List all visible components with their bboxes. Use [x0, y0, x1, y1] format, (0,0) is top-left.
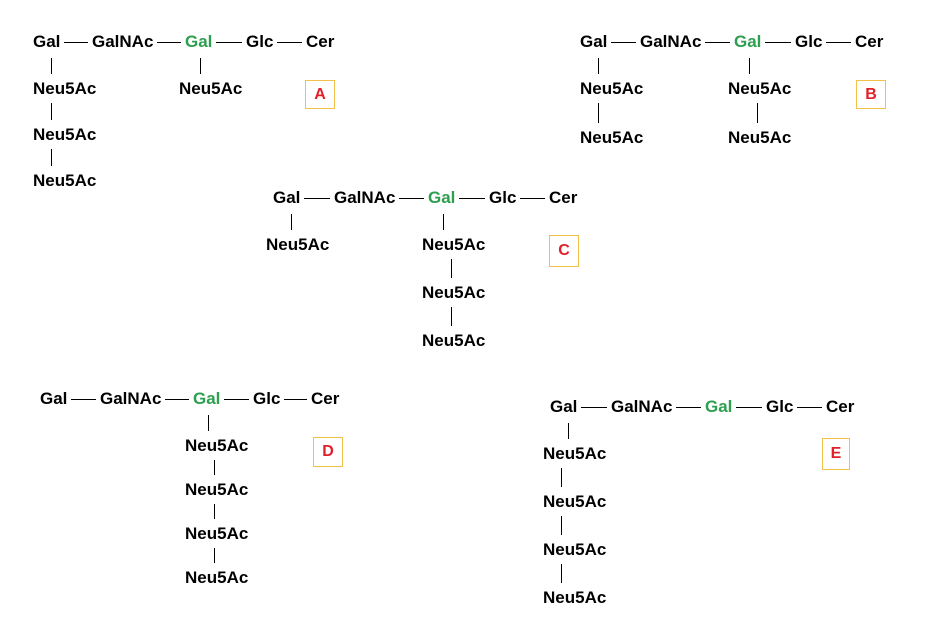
glycosidic-bond: [797, 407, 822, 408]
glycosidic-bond: [224, 399, 249, 400]
chain-residue: Gal: [705, 397, 733, 416]
chain-residue: Gal: [550, 397, 578, 416]
neu5ac-residue: Neu5Ac: [185, 480, 249, 499]
branch-bond: [51, 149, 52, 166]
branch-bond: [598, 58, 599, 74]
branch-bond: [561, 516, 562, 535]
branch-bond: [213, 460, 215, 475]
neu5ac-residue: Neu5Ac: [185, 436, 249, 455]
structure-label: A: [314, 85, 326, 103]
glycosidic-bond: [520, 198, 545, 199]
branch-bond: [442, 214, 444, 230]
glycosidic-bond: [705, 42, 730, 43]
neu5ac-residue: Neu5Ac: [33, 79, 97, 98]
structure-label-box: D: [313, 437, 343, 467]
neu5ac-residue: Neu5Ac: [422, 331, 486, 350]
chain-residue: GalNAc: [334, 188, 396, 207]
chain-residue: Glc: [489, 188, 517, 207]
branch-bond: [450, 259, 452, 278]
branch-bond: [561, 564, 562, 583]
structure-label: B: [865, 85, 877, 103]
branch-bond: [748, 58, 750, 74]
neu5ac-residue: Neu5Ac: [185, 568, 249, 587]
chain-residue: Glc: [246, 32, 274, 51]
branch-bond: [561, 468, 562, 487]
neu5ac-residue: Neu5Ac: [543, 444, 607, 463]
branch-bond: [450, 307, 452, 326]
neu5ac-residue: Neu5Ac: [580, 79, 644, 98]
chain-residue: Gal: [185, 32, 213, 51]
glycosidic-bond: [459, 198, 485, 199]
chain-residue: Glc: [766, 397, 794, 416]
chain-residue: Cer: [549, 188, 578, 207]
chain-residue: Gal: [580, 32, 608, 51]
glycosidic-bond: [736, 407, 762, 408]
branch-bond: [213, 548, 215, 563]
neu5ac-residue: Neu5Ac: [543, 540, 607, 559]
chain-residue: GalNAc: [640, 32, 702, 51]
chain-residue: Cer: [826, 397, 855, 416]
neu5ac-residue: Neu5Ac: [33, 171, 97, 190]
glycosidic-bond: [581, 407, 607, 408]
glycosidic-bond: [611, 42, 636, 43]
chain-residue: Cer: [311, 389, 340, 408]
neu5ac-residue: Neu5Ac: [179, 79, 243, 98]
structure-label-box: B: [856, 80, 886, 109]
glycosidic-bond: [676, 407, 701, 408]
glycosidic-bond: [216, 42, 242, 43]
glycosidic-bond: [165, 399, 189, 400]
neu5ac-residue: Neu5Ac: [543, 588, 607, 607]
neu5ac-residue: Neu5Ac: [728, 128, 792, 147]
branch-bond: [51, 58, 52, 74]
glycosidic-bond: [304, 198, 330, 199]
branch-bond: [199, 58, 201, 74]
chain-residue: Gal: [33, 32, 61, 51]
neu5ac-residue: Neu5Ac: [266, 235, 330, 254]
branch-bond: [51, 103, 52, 120]
chain-residue: Gal: [40, 389, 68, 408]
branch-bond: [213, 504, 215, 519]
neu5ac-residue: Neu5Ac: [728, 79, 792, 98]
chain-residue: Glc: [795, 32, 823, 51]
glycosidic-bond: [71, 399, 96, 400]
chain-residue: Glc: [253, 389, 281, 408]
branch-bond: [598, 103, 599, 123]
structure-label-box: C: [549, 235, 579, 267]
chain-residue: GalNAc: [611, 397, 673, 416]
branch-bond: [291, 214, 292, 230]
glycosidic-bond: [399, 198, 424, 199]
chain-residue: Gal: [193, 389, 221, 408]
chain-residue: Gal: [273, 188, 301, 207]
glycosidic-bond: [284, 399, 307, 400]
branch-bond: [568, 423, 569, 439]
chain-residue: Cer: [855, 32, 884, 51]
glycosidic-bond: [826, 42, 851, 43]
chain-residue: GalNAc: [92, 32, 154, 51]
neu5ac-residue: Neu5Ac: [543, 492, 607, 511]
chain-residue: Gal: [428, 188, 456, 207]
neu5ac-residue: Neu5Ac: [185, 524, 249, 543]
neu5ac-residue: Neu5Ac: [580, 128, 644, 147]
branch-bond: [756, 103, 758, 123]
chain-residue: GalNAc: [100, 389, 162, 408]
structure-label: C: [558, 242, 570, 259]
structure-label-box: A: [305, 80, 335, 109]
neu5ac-residue: Neu5Ac: [422, 235, 486, 254]
neu5ac-residue: Neu5Ac: [33, 125, 97, 144]
glycosidic-bond: [157, 42, 181, 43]
structure-label-box: E: [822, 438, 850, 470]
chain-residue: Gal: [734, 32, 762, 51]
branch-bond: [207, 415, 209, 431]
structure-label: D: [322, 443, 334, 460]
glycosidic-bond: [64, 42, 88, 43]
structure-label: E: [830, 445, 842, 462]
chain-residue: Cer: [306, 32, 335, 51]
glycosidic-bond: [765, 42, 791, 43]
neu5ac-residue: Neu5Ac: [422, 283, 486, 302]
glycosidic-bond: [277, 42, 302, 43]
